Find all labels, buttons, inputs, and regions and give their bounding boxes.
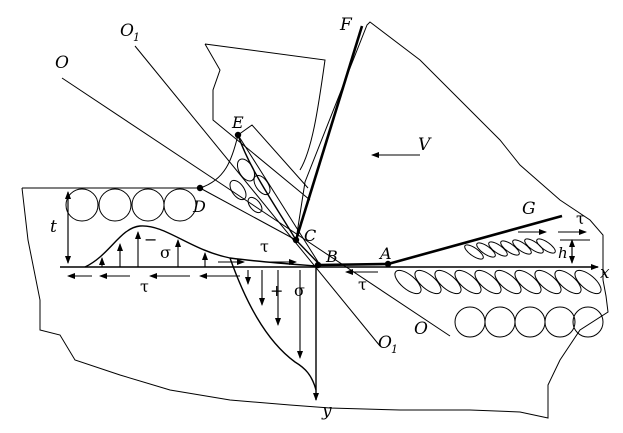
grain-circle-3 [131,188,165,222]
label-F: F [339,15,353,35]
label-h: h [558,244,568,262]
label-minus: − [144,230,157,249]
grain-circle-6 [484,306,516,338]
label-O1-bottom-sub: 1 [391,343,398,356]
workpiece-outline [21,187,609,419]
chip-grain-4 [247,196,263,214]
label-C: C [304,226,316,245]
label-sigma-upper: σ [160,243,171,262]
shear-line-O [61,77,451,337]
label-O1-top-sub: 1 [133,31,140,44]
label-y-axis: y [321,401,332,421]
point-C [292,236,300,244]
label-plus: + [270,281,283,300]
point-D [196,184,204,192]
label-A: A [378,244,392,263]
label-O1-bottom: O [378,333,392,353]
sigma-curve-upper [84,225,317,268]
edge-CF [294,25,364,241]
grain-circle-7 [514,306,546,338]
edge-BA [319,262,389,267]
grain-circle-5 [454,306,486,338]
label-sigma-lower: σ [294,281,305,300]
label-t: t [50,217,57,237]
grain-circle-4 [163,188,197,222]
sigma-arrows-lower [245,270,303,359]
label-O-bottom: O [414,319,428,339]
surface-layer-grains [464,238,556,260]
label-O-top: O [55,53,69,73]
label-B: B [325,247,338,266]
grain-circle-9 [572,306,604,338]
label-tau-right: τ [576,209,585,228]
grain-circle-1 [65,188,99,222]
grain-circle-2 [98,188,132,222]
label-O1-top: O [120,21,134,41]
chip-grain-3 [229,179,247,201]
point-B [314,261,322,269]
chip-grain-1 [236,158,256,182]
point-A [384,260,392,268]
label-D: D [192,197,206,216]
deformed-grains-row [394,269,602,295]
edge-CB [295,239,321,266]
label-tau-bc: τ [358,275,367,294]
sigma-curve-lower [229,257,317,391]
grain-circle-8 [544,306,576,338]
label-V: V [418,135,432,155]
label-E: E [231,113,244,132]
label-tau-lower-left: τ [140,277,149,296]
sigma-arrows-upper [99,231,208,267]
label-G: G [522,199,536,219]
edge-AG [387,214,563,266]
label-x-axis: x [600,263,610,283]
label-tau-upper-left: τ [260,237,269,256]
edge-DC [199,187,297,241]
shear-line-O1 [134,45,381,347]
point-E [234,131,242,139]
shear-line-EB [237,134,321,266]
chip-grain-2 [253,174,271,196]
